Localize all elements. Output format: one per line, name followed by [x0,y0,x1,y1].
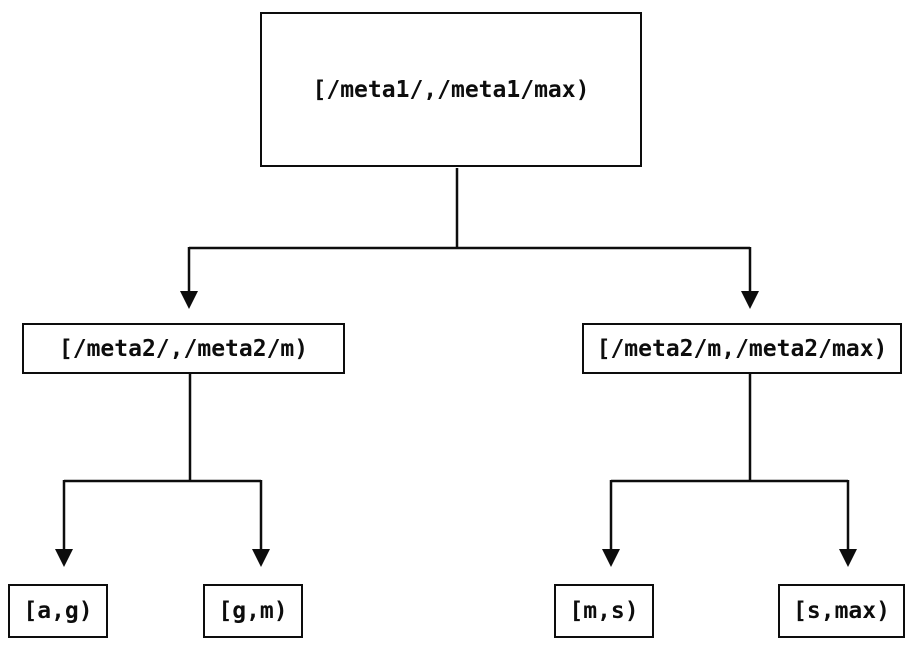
arrowhead-leaf-ms [602,549,620,567]
tree-node-leaf-gm: [g,m) [203,584,303,638]
tree-node-leaf-ag-label: [a,g) [23,598,93,624]
tree-node-right-child-label: [/meta2/m,/meta2/max) [596,335,888,362]
tree-node-right-child: [/meta2/m,/meta2/max) [582,323,902,374]
tree-node-left-child: [/meta2/,/meta2/m) [22,323,345,374]
tree-node-leaf-ms: [m,s) [554,584,654,638]
edge-right-child-to-leaves [602,374,857,567]
arrowhead-right-child [741,291,759,309]
tree-node-root-label: [/meta1/,/meta1/max) [312,76,590,103]
edge-root-to-children [180,168,759,309]
tree-node-leaf-gm-label: [g,m) [218,598,288,624]
tree-node-leaf-smax: [s,max) [778,584,905,638]
arrowhead-leaf-smax [839,549,857,567]
tree-node-root: [/meta1/,/meta1/max) [260,12,642,167]
edge-left-child-to-leaves [55,374,270,567]
tree-node-leaf-ms-label: [m,s) [569,598,639,624]
arrowhead-leaf-ag [55,549,73,567]
tree-node-leaf-smax-label: [s,max) [793,598,890,624]
tree-node-left-child-label: [/meta2/,/meta2/m) [58,335,309,362]
arrowhead-leaf-gm [252,549,270,567]
arrowhead-left-child [180,291,198,309]
tree-node-leaf-ag: [a,g) [8,584,108,638]
